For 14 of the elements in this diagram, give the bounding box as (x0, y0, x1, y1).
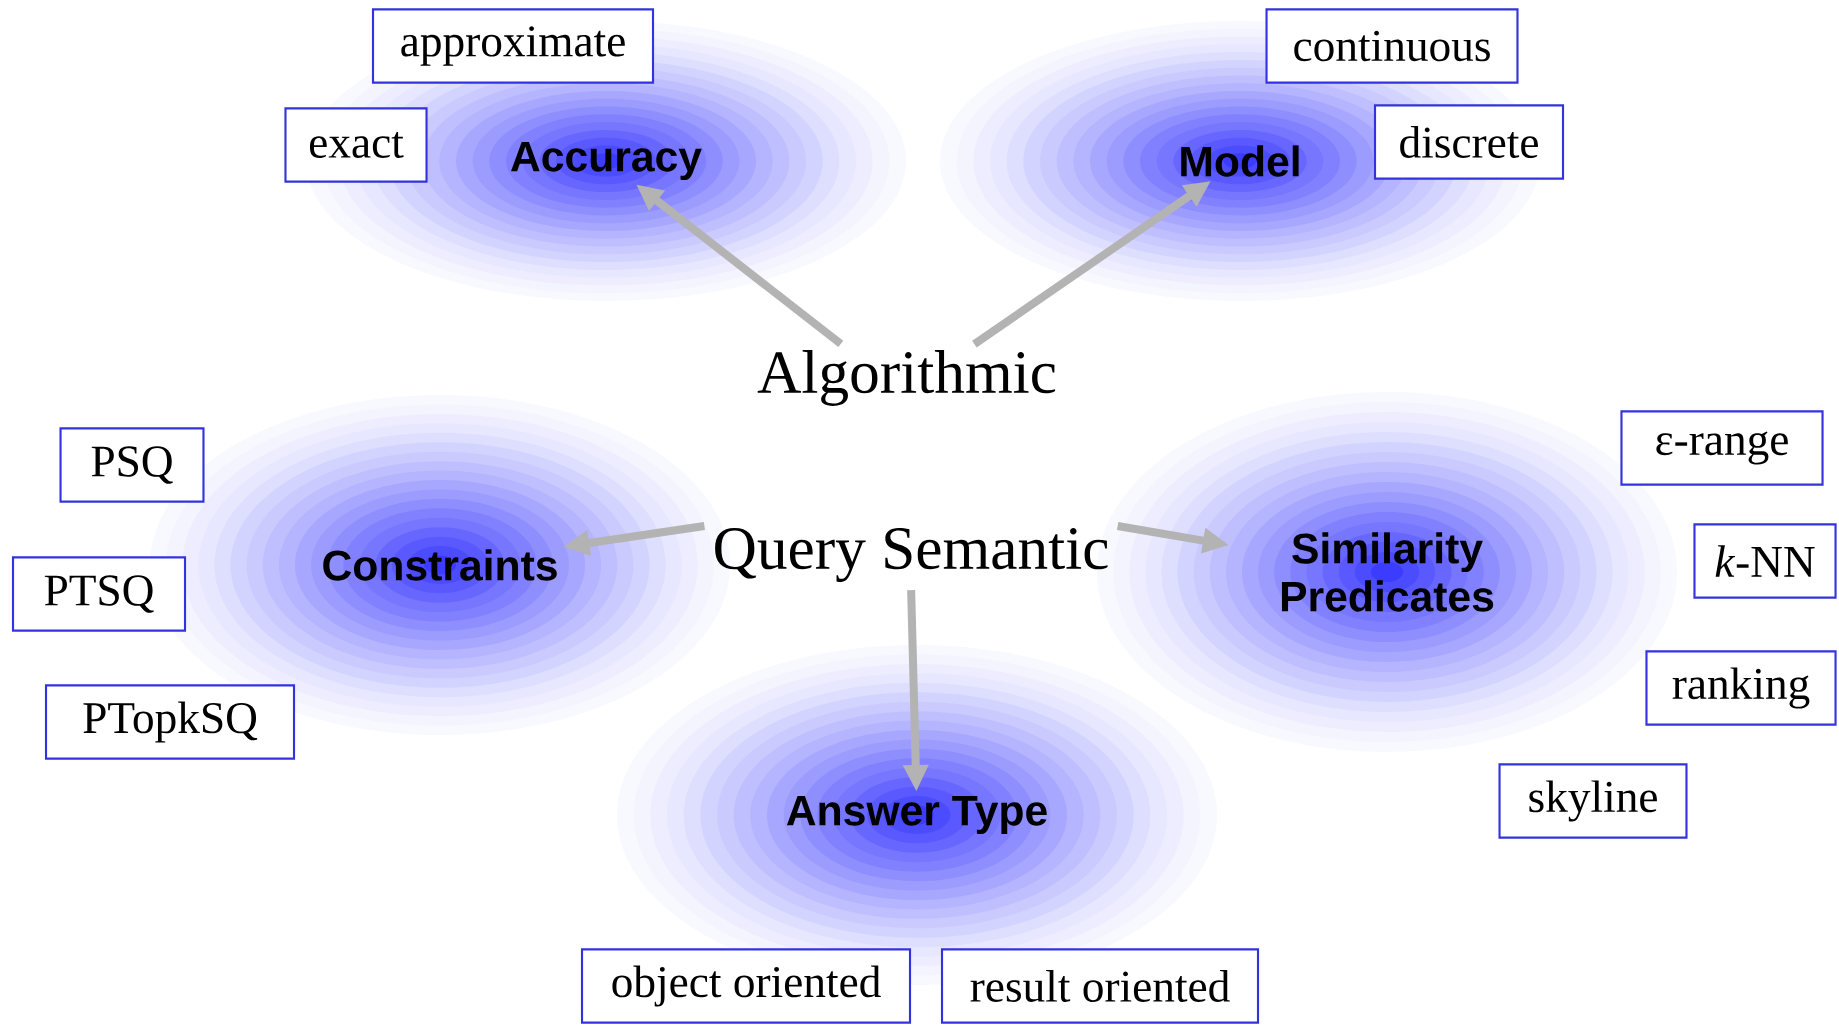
term-box: exact (284, 107, 428, 183)
term-box: approximate (371, 8, 655, 84)
term-box: k-NN (1693, 523, 1837, 599)
term-box: object oriented (580, 948, 912, 1024)
term-box: skyline (1498, 763, 1688, 839)
term-box: PTopkSQ (44, 684, 296, 760)
term-box: continuous (1265, 8, 1519, 84)
term-box: result oriented (940, 948, 1260, 1024)
heading-text: Algorithmic (757, 350, 1056, 406)
term-box: ranking (1645, 650, 1837, 726)
term-box: PSQ (59, 427, 205, 503)
term-box: ε-range (1620, 410, 1824, 486)
term-box: PTSQ (11, 556, 187, 632)
term-box: discrete (1373, 104, 1565, 180)
